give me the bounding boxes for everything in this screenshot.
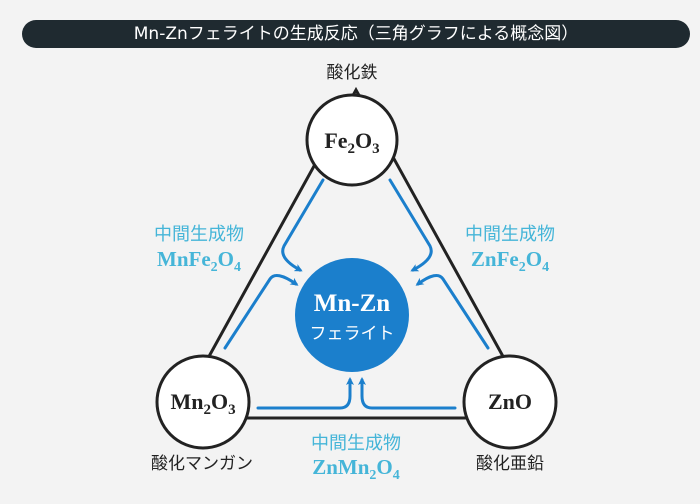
intermediate-bottom-caption: 中間生成物 [311, 433, 401, 454]
arrow-fe-to-center-left [281, 178, 325, 272]
label-zinc-oxide: 酸化亜鉛 [476, 454, 544, 474]
arrow-mn-to-center-bottom [256, 377, 354, 410]
label-iron-oxide: 酸化鉄 [327, 63, 378, 83]
node-zno [462, 354, 558, 450]
formula-zno: ZnO [488, 389, 532, 414]
title-bar: Mn-Znフェライトの生成反応（三角グラフによる概念図） [22, 20, 690, 48]
node-mnzn-ferrite [295, 258, 409, 372]
arrow-fe-to-center-right [388, 178, 433, 272]
intermediate-left-formula: MnFe2O4 [157, 247, 241, 275]
center-subtitle: フェライト [310, 324, 395, 344]
formula-fe2o3: Fe2O3 [324, 128, 379, 157]
center-title: Mn-Zn [314, 290, 391, 317]
formula-mn2o3: Mn2O3 [170, 389, 235, 418]
label-manganese-oxide: 酸化マンガン [151, 454, 253, 474]
arrow-mn-to-center-upper [223, 273, 299, 350]
node-mn2o3 [155, 354, 251, 450]
node-fe2o3 [305, 93, 399, 187]
intermediate-bottom-formula: ZnMn2O4 [312, 455, 400, 483]
intermediate-right-formula: ZnFe2O4 [471, 247, 549, 275]
triangle-outline [172, 86, 540, 420]
intermediate-right-caption: 中間生成物 [465, 224, 555, 245]
intermediate-left-caption: 中間生成物 [154, 224, 244, 245]
arrow-zn-to-center-bottom [358, 377, 457, 410]
arrow-zn-to-center-upper [415, 273, 490, 350]
